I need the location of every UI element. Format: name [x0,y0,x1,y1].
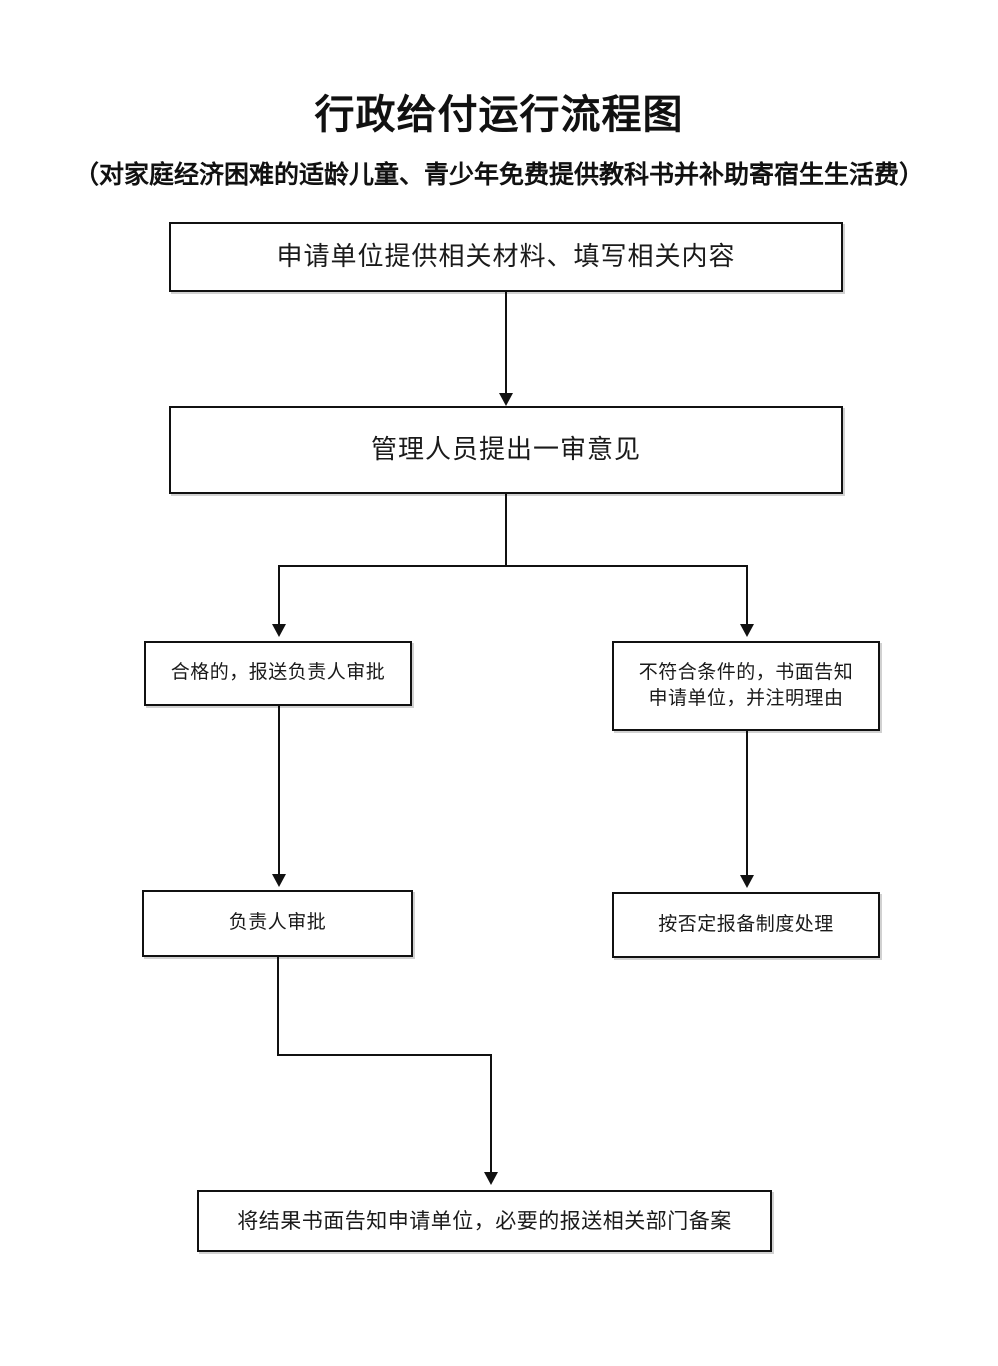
edge-split-to-qualified-arrow [272,624,286,637]
flow-node-label: 合格的，报送负责人审批 [170,662,386,684]
edge-qualified-to-approval-line [278,706,280,876]
flow-node-not-qualified-notify[interactable]: 不符合条件的，书面告知 申请单位，并注明理由 [612,641,880,731]
edge-approval-to-result-drop [490,1054,492,1174]
flow-node-qualified-submit[interactable]: 合格的，报送负责人审批 [144,641,412,706]
flow-node-label: 管理人员提出一审意见 [370,435,641,465]
edge-split-to-rejected-arrow [740,624,754,637]
edge-approval-to-result-arrow [484,1172,498,1185]
edge-review-split-bar [278,565,748,567]
flow-node-negative-record-process[interactable]: 按否定报备制度处理 [612,892,880,958]
flow-node-label: 不符合条件的，书面告知 申请单位，并注明理由 [638,661,854,709]
edge-split-to-qualified-line [278,565,280,627]
flow-node-label: 按否定报备制度处理 [658,913,834,935]
flow-node-notify-result[interactable]: 将结果书面告知申请单位，必要的报送相关部门备案 [197,1190,772,1252]
edge-qualified-to-approval-arrow [272,874,286,887]
edge-review-split-stem [505,494,507,566]
flow-node-first-review-opinion[interactable]: 管理人员提出一审意见 [169,406,843,494]
edge-rejected-to-record-line [746,731,748,877]
flow-node-leader-approval[interactable]: 负责人审批 [142,890,413,957]
edge-approval-to-result-hline [277,1054,492,1056]
flow-node-label: 负责人审批 [228,912,327,934]
edge-split-to-rejected-line [746,565,748,627]
edge-approval-to-result-vline [277,957,279,1055]
edge-apply-to-review-line [505,292,507,397]
flow-node-apply-materials[interactable]: 申请单位提供相关材料、填写相关内容 [169,222,843,292]
edge-rejected-to-record-arrow [740,875,754,888]
page-subtitle: （对家庭经济困难的适龄儿童、青少年免费提供教科书并补助寄宿生生活费） [73,160,924,189]
edge-apply-to-review-arrow [499,393,513,406]
flow-node-label: 将结果书面告知申请单位，必要的报送相关部门备案 [237,1208,732,1233]
page-title: 行政给付运行流程图 [314,92,684,138]
flow-node-label: 申请单位提供相关材料、填写相关内容 [276,242,736,272]
